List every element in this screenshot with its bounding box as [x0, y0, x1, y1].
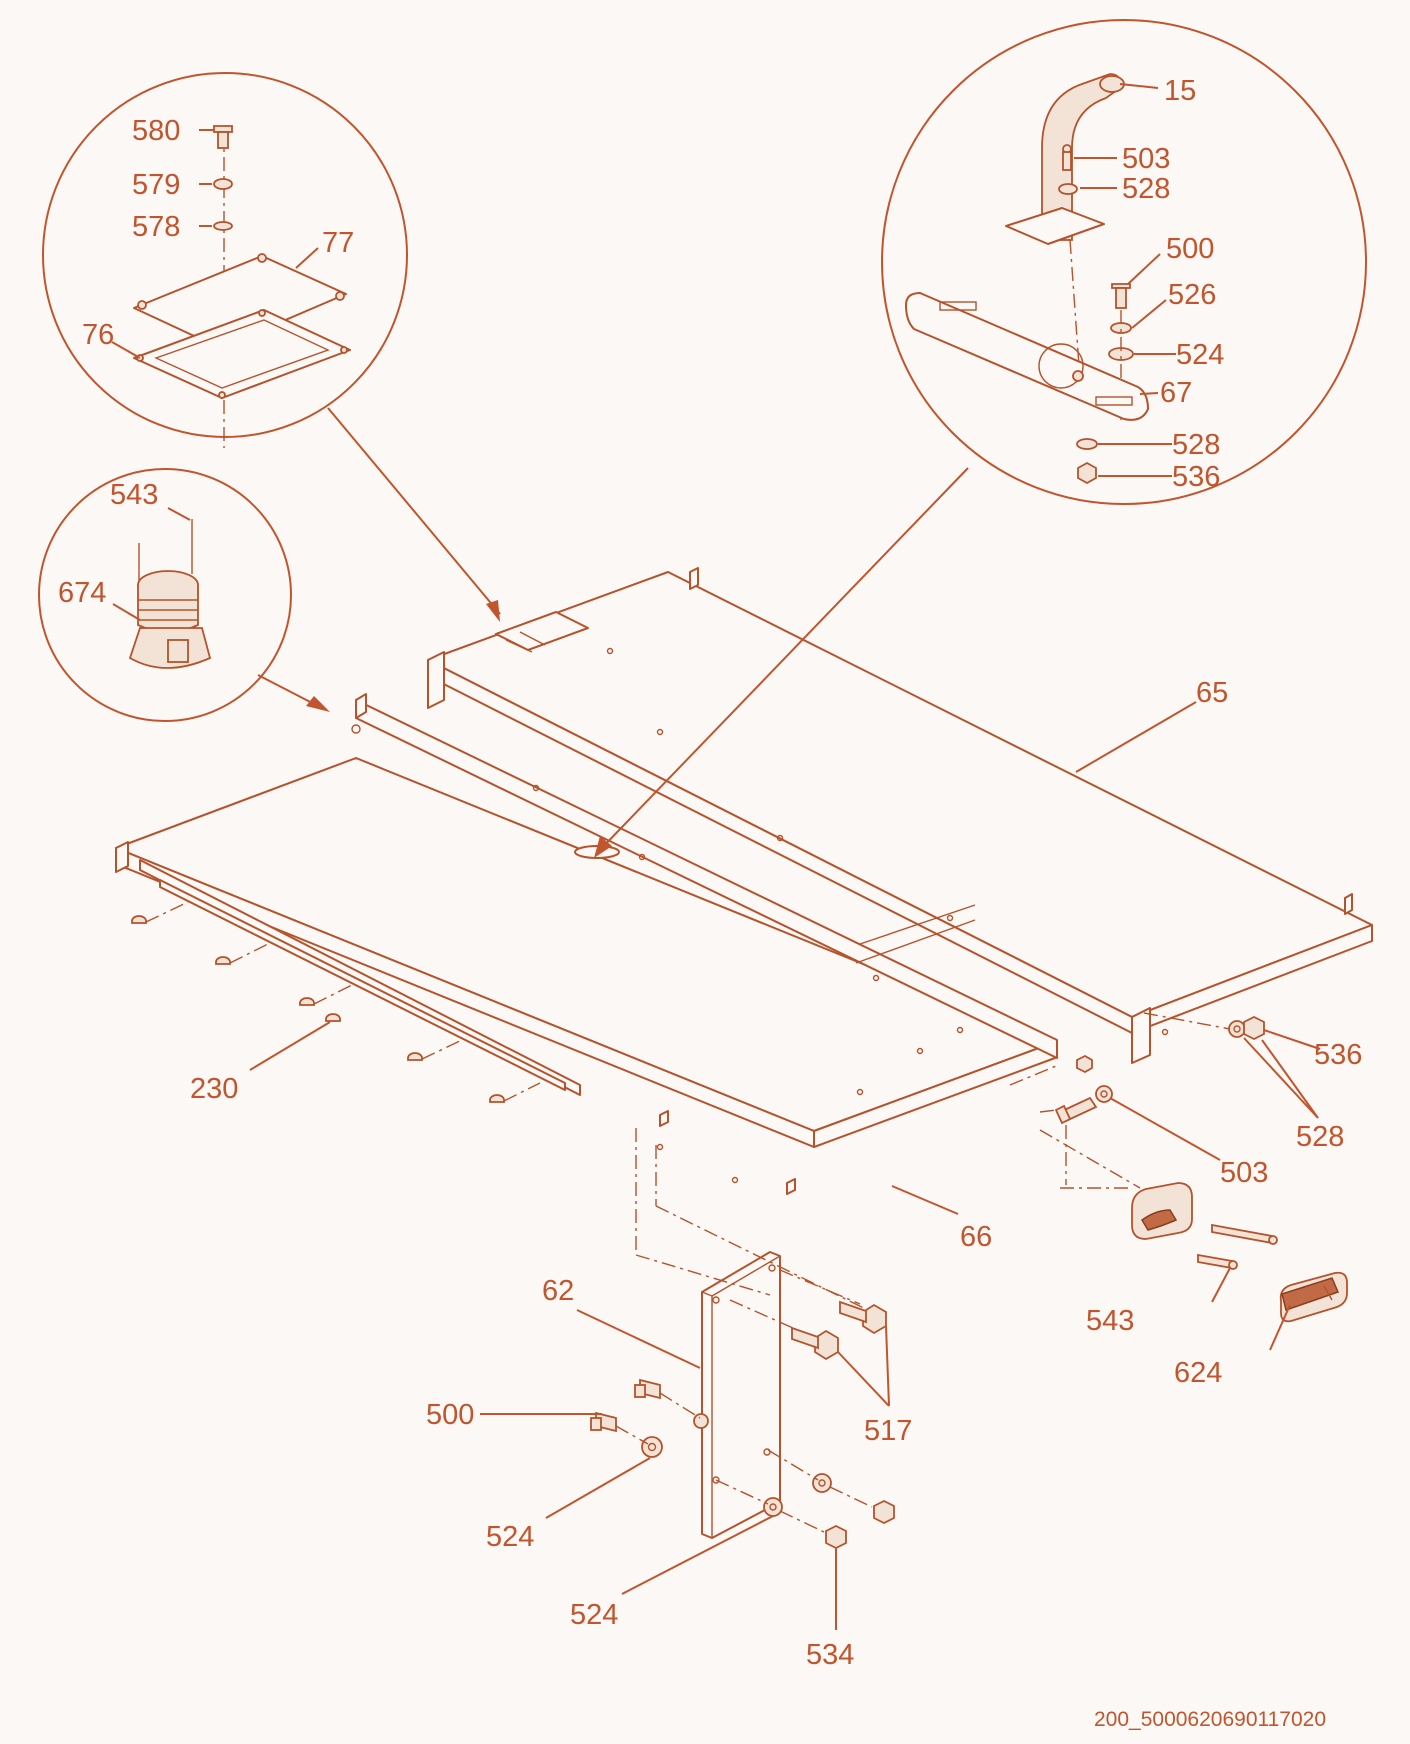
- drawing-number: 200_5000620690117020: [1094, 1708, 1326, 1731]
- label-76: 76: [82, 319, 114, 351]
- label-62: 62: [542, 1275, 574, 1307]
- label-500-detail: 500: [1166, 233, 1214, 265]
- base-plate-66: [115, 693, 1058, 1195]
- label-674: 674: [58, 577, 106, 609]
- label-536: 536: [1314, 1039, 1362, 1071]
- label-66: 66: [960, 1221, 992, 1253]
- label-503: 503: [1220, 1157, 1268, 1189]
- label-624: 624: [1174, 1357, 1222, 1389]
- label-77: 77: [322, 227, 354, 259]
- label-579: 579: [132, 169, 180, 201]
- label-15: 15: [1164, 75, 1196, 107]
- cover-65: [427, 567, 1373, 1064]
- label-524-a: 524: [486, 1521, 534, 1553]
- side-hardware-right: [1009, 1012, 1265, 1189]
- label-536-detail: 536: [1172, 461, 1220, 493]
- label-528-detail-bottom: 528: [1172, 429, 1220, 461]
- detail-beacon: [38, 468, 292, 722]
- bracket-hardware: [590, 1300, 895, 1550]
- label-534: 534: [806, 1639, 854, 1671]
- bracket-62: [635, 1128, 881, 1539]
- label-503-detail: 503: [1122, 143, 1170, 175]
- detail-arrows: [257, 407, 969, 858]
- label-528-detail-top: 528: [1122, 173, 1170, 205]
- label-517: 517: [864, 1415, 912, 1447]
- latch-624: [1131, 1182, 1348, 1323]
- label-528: 528: [1296, 1121, 1344, 1153]
- label-526: 526: [1168, 279, 1216, 311]
- label-543: 543: [1086, 1305, 1134, 1337]
- label-578: 578: [132, 211, 180, 243]
- label-524-detail: 524: [1176, 339, 1224, 371]
- label-65: 65: [1196, 677, 1228, 709]
- detail-cover-plate: [42, 72, 408, 448]
- detail-exhaust: [881, 19, 1367, 505]
- label-524-b: 524: [570, 1599, 618, 1631]
- label-67: 67: [1160, 377, 1192, 409]
- label-543-detail: 543: [110, 479, 158, 511]
- label-500: 500: [426, 1399, 474, 1431]
- label-580: 580: [132, 115, 180, 147]
- label-230: 230: [190, 1073, 238, 1105]
- leader-lines: [111, 83, 1321, 1630]
- rivets-230: [131, 901, 541, 1103]
- part-labels: 580 579 578 77 76 543 674 15 503 528 500…: [58, 75, 1362, 1731]
